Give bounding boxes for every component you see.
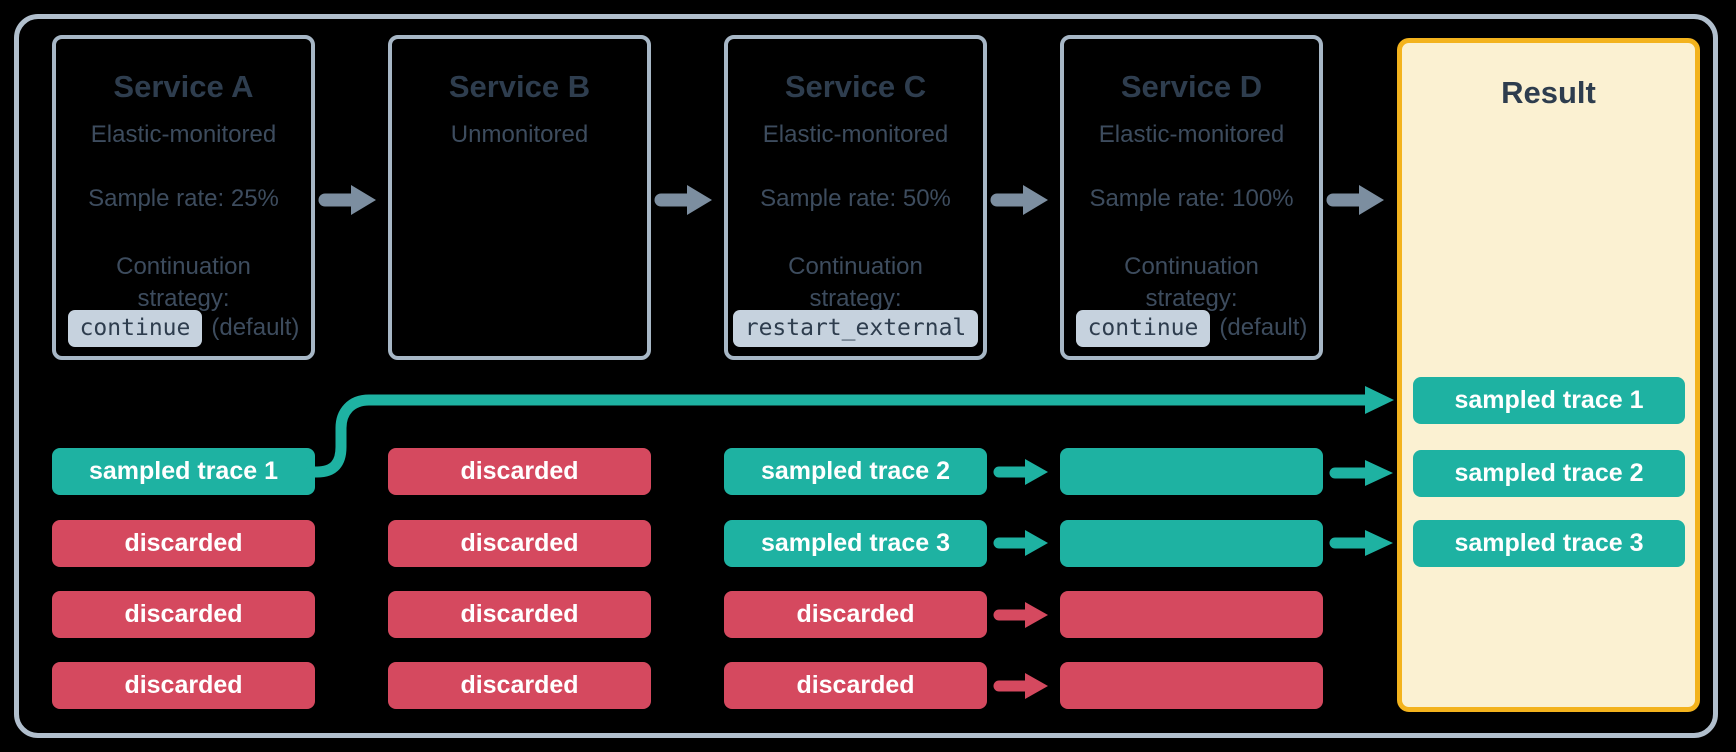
trace-chip-blank [1060, 662, 1323, 709]
service-b-box: Service B Unmonitored [388, 35, 651, 360]
service-d-code-chip: continue [1075, 309, 1211, 347]
result-trace-chip: sampled trace 3 [1413, 520, 1685, 567]
service-d-sample-rate: Sample rate: 100% [1089, 185, 1294, 212]
service-b-title: Service B [448, 69, 591, 104]
trace-chip: discarded [52, 520, 315, 567]
service-c-title: Service C [784, 69, 927, 104]
service-c-sample-rate: Sample rate: 50% [760, 185, 951, 212]
service-c-continuation-label: Continuation strategy: [788, 253, 923, 312]
service-d-code-row: continue (default) [1064, 308, 1319, 348]
trace-chip-blank [1060, 448, 1323, 495]
result-box: Result [1397, 38, 1700, 712]
trace-chip: discarded [52, 662, 315, 709]
service-c-subtitle: Elastic-monitored [762, 121, 949, 148]
service-a-subtitle: Elastic-monitored [90, 121, 277, 148]
service-a-continuation-label: Continuation strategy: [116, 253, 251, 312]
result-trace-chip: sampled trace 1 [1413, 377, 1685, 424]
service-a-title: Service A [113, 69, 254, 104]
trace-chip: sampled trace 1 [52, 448, 315, 495]
service-c-box: Service C Elastic-monitored Sample rate:… [724, 35, 987, 360]
service-a-box: Service A Elastic-monitored Sample rate:… [52, 35, 315, 360]
trace-chip: discarded [52, 591, 315, 638]
service-c-code-chip: restart_external [732, 309, 979, 347]
service-d-box: Service D Elastic-monitored Sample rate:… [1060, 35, 1323, 360]
result-trace-chip: sampled trace 2 [1413, 450, 1685, 497]
service-d-continuation-label: Continuation strategy: [1124, 253, 1259, 312]
service-d-default-label: (default) [1219, 314, 1308, 341]
trace-chip: discarded [724, 591, 987, 638]
service-a-sample-rate: Sample rate: 25% [88, 185, 279, 212]
trace-chip: discarded [388, 591, 651, 638]
outer-frame [14, 14, 1718, 738]
trace-chip-blank [1060, 520, 1323, 567]
trace-chip: discarded [388, 520, 651, 567]
service-a-code-chip: continue [67, 309, 203, 347]
service-d-subtitle: Elastic-monitored [1098, 121, 1285, 148]
trace-chip: sampled trace 3 [724, 520, 987, 567]
service-a-code-row: continue (default) [56, 308, 311, 348]
service-d-title: Service D [1120, 69, 1263, 104]
trace-chip: sampled trace 2 [724, 448, 987, 495]
trace-chip: discarded [388, 448, 651, 495]
service-b-subtitle: Unmonitored [450, 121, 589, 148]
trace-chip: discarded [388, 662, 651, 709]
trace-chip: discarded [724, 662, 987, 709]
service-a-default-label: (default) [211, 314, 300, 341]
service-c-code-row: restart_external [728, 308, 983, 348]
trace-chip-blank [1060, 591, 1323, 638]
result-title: Result [1501, 75, 1596, 110]
